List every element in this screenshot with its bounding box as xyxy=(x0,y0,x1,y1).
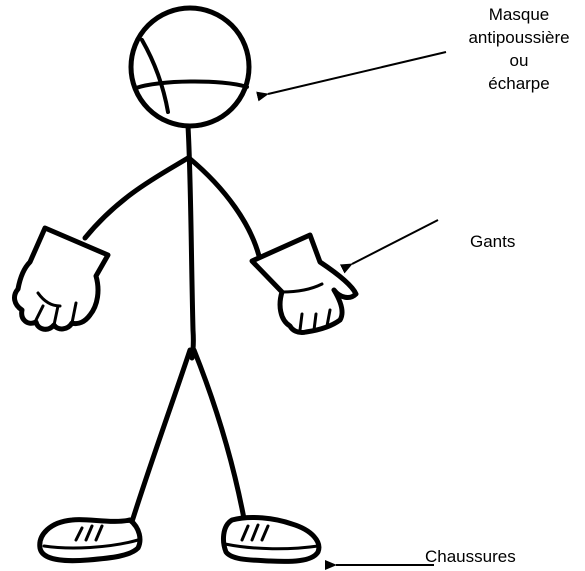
left-leg xyxy=(130,350,190,528)
left-glove xyxy=(15,228,108,329)
mask-arrow xyxy=(268,52,446,94)
mask-label-line-4: écharpe xyxy=(434,72,585,95)
right-arm xyxy=(189,158,260,260)
mask-label-line-3: ou xyxy=(434,49,585,72)
mask-label: Masque antipoussière ou écharpe xyxy=(434,3,585,95)
mask-label-line-2: antipoussière xyxy=(434,26,585,49)
mask-label-line-1: Masque xyxy=(434,3,585,26)
right-glove xyxy=(252,235,356,333)
right-shoe xyxy=(224,517,319,561)
shoes-label: Chaussures xyxy=(425,545,516,568)
gloves-arrow xyxy=(352,220,438,264)
gloves-label: Gants xyxy=(470,230,515,253)
stick-figure xyxy=(15,8,356,561)
head-with-mask xyxy=(131,8,249,126)
left-arm xyxy=(85,158,188,238)
left-shoe xyxy=(40,520,140,561)
right-leg xyxy=(194,350,245,524)
